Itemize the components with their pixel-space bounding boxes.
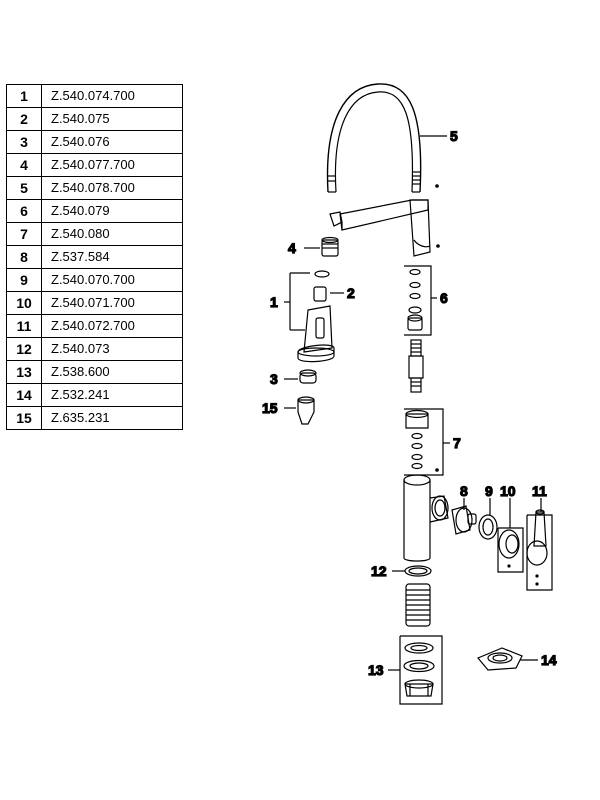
part-code: Z.540.080	[41, 222, 183, 246]
part-code: Z.540.077.700	[41, 153, 183, 177]
part-number: 5	[6, 176, 42, 200]
base-gasket	[404, 565, 432, 577]
part-number: 9	[6, 268, 42, 292]
seal-stack-6	[407, 268, 423, 331]
cartridge-part	[451, 505, 477, 535]
lever-handle	[526, 509, 548, 566]
spray-head	[297, 270, 335, 363]
aerator-part	[299, 369, 317, 384]
group-bracket	[404, 265, 432, 336]
faucet-body	[403, 474, 449, 562]
part-number: 15	[6, 406, 42, 430]
callout-6: 6	[440, 290, 448, 306]
group-bracket	[526, 514, 553, 591]
part-code: Z.540.079	[41, 199, 183, 223]
callout-15: 15	[262, 400, 278, 416]
callout-11: 11	[532, 483, 547, 499]
dot-marker	[535, 574, 539, 578]
part-number: 10	[6, 291, 42, 315]
callout-4: 4	[288, 240, 296, 256]
callout-13: 13	[368, 662, 384, 678]
adapter-part	[321, 236, 339, 257]
callout-3: 3	[270, 371, 278, 387]
dot-marker	[435, 468, 439, 472]
spout-arm	[329, 199, 431, 257]
callout-5: 5	[450, 128, 458, 144]
ring-nut-part	[478, 514, 498, 540]
cover-part	[498, 529, 520, 559]
part-code: Z.538.600	[41, 360, 183, 384]
dot-marker	[435, 184, 439, 188]
check-valve-part	[297, 396, 315, 425]
group-bracket	[399, 635, 443, 705]
dot-marker	[535, 582, 539, 586]
dot-marker	[436, 244, 440, 248]
mounting-kit	[403, 642, 435, 697]
callout-10: 10	[500, 483, 516, 499]
part-number: 12	[6, 337, 42, 361]
connector-rod	[408, 339, 424, 393]
part-code: Z.540.070.700	[41, 268, 183, 292]
callout-9: 9	[485, 483, 493, 499]
seal-stack-7	[405, 409, 429, 470]
callout-8: 8	[460, 483, 468, 499]
part-number: 14	[6, 383, 42, 407]
callout-14: 14	[541, 652, 557, 668]
supply-hose	[405, 583, 431, 627]
base-plate	[477, 647, 523, 671]
part-number: 8	[6, 245, 42, 269]
callout-1: 1	[270, 294, 278, 310]
callout-12: 12	[371, 563, 387, 579]
part-code: Z.635.231	[41, 406, 183, 430]
part-code: Z.540.072.700	[41, 314, 183, 338]
group-bracket	[404, 408, 444, 476]
callout-2: 2	[347, 285, 355, 301]
dot-marker	[507, 564, 511, 568]
part-code: Z.532.241	[41, 383, 183, 407]
part-number: 1	[6, 84, 42, 108]
spout-hose	[326, 83, 422, 193]
part-number: 6	[6, 199, 42, 223]
callout-7: 7	[453, 435, 461, 451]
part-code: Z.540.076	[41, 130, 183, 154]
part-code: Z.537.584	[41, 245, 183, 269]
group-bracket	[497, 527, 524, 573]
